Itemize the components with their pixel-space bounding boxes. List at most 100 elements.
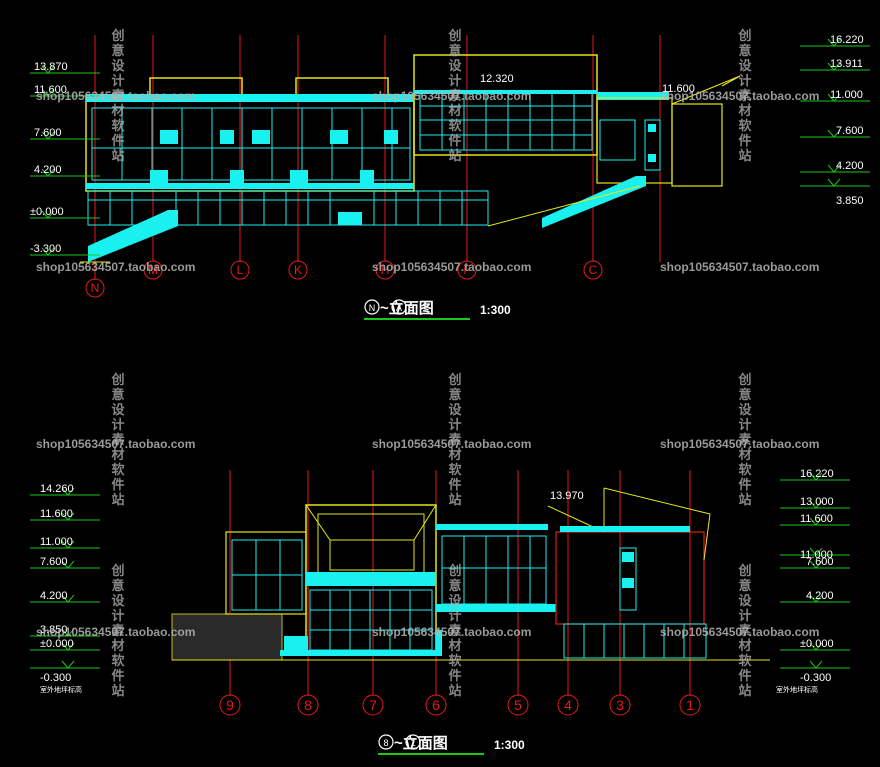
watermark-vertical-char: 创 xyxy=(737,28,751,43)
watermark-vertical-char: 设 xyxy=(448,593,462,608)
axis-bubble: 3 xyxy=(609,694,631,716)
watermark-vertical-char: 素 xyxy=(738,432,751,447)
watermark-vertical-char: 材 xyxy=(448,103,461,118)
watermark-vertical-char: 站 xyxy=(738,492,751,507)
watermark-vertical-char: 计 xyxy=(111,417,124,432)
bottom-right-level-1: 16.220 xyxy=(800,468,834,480)
svg-text:1: 1 xyxy=(686,697,694,713)
watermark-shop: shop105634507.taobao.com xyxy=(372,437,531,451)
axis-bubble: 4 xyxy=(557,694,579,716)
bottom-ground-label-right: 室外地坪标高 xyxy=(776,685,818,694)
axis-bubble: 1 xyxy=(679,694,701,716)
watermark-vertical-char: 意 xyxy=(448,578,461,593)
top-title-start-mark: N xyxy=(369,303,376,313)
watermark-vertical-char: 计 xyxy=(738,417,751,432)
watermark-vertical-char: 计 xyxy=(111,608,124,623)
svg-text:F: F xyxy=(463,263,470,277)
svg-text:L: L xyxy=(237,263,244,277)
vertical-watermarks: 创意设计素材软件站创意设计素材软件站创意设计素材软件站创意设计素材软件站创意设计… xyxy=(110,28,752,698)
watermark-vertical-char: 软 xyxy=(448,462,461,477)
svg-text:H: H xyxy=(381,263,390,277)
svg-text:5: 5 xyxy=(514,697,522,713)
watermark-vertical-char: 件 xyxy=(738,477,751,492)
watermark-vertical-char: 计 xyxy=(448,417,461,432)
axis-bubble: C xyxy=(583,260,603,280)
watermark-vertical-char: 件 xyxy=(738,668,751,683)
watermark-vertical-char: 计 xyxy=(448,73,461,88)
bottom-left-level-2: 11.600 xyxy=(40,508,73,520)
axis-bubble: K xyxy=(288,260,308,280)
watermark-vertical-char: 材 xyxy=(738,103,751,118)
watermark-vertical-char: 素 xyxy=(738,623,751,638)
svg-text:8: 8 xyxy=(304,697,312,713)
bottom-left-level-5: 4.200 xyxy=(40,590,68,602)
watermark-shop: shop105634507.taobao.com xyxy=(36,89,195,103)
bottom-right-level-6: 4.200 xyxy=(806,590,834,602)
watermark-vertical-char: 材 xyxy=(111,638,124,653)
bottom-right-level-7: ±0.000 xyxy=(800,638,834,650)
bottom-title-text: ~立面图 xyxy=(394,734,448,752)
watermark-vertical-char: 材 xyxy=(111,447,124,462)
watermark-vertical-char: 设 xyxy=(738,402,752,417)
top-elevation: 13.870 11.600 7.600 4.200 ±0.000 -3.300 … xyxy=(30,34,870,320)
watermark-vertical-char: 计 xyxy=(111,73,124,88)
bottom-left-level-7: ±0.000 xyxy=(40,638,74,650)
watermark-vertical-char: 站 xyxy=(448,492,461,507)
watermark-vertical-char: 材 xyxy=(448,447,461,462)
watermark-vertical-char: 意 xyxy=(738,387,751,402)
watermark-vertical-char: 素 xyxy=(448,432,461,447)
bottom-left-level-3: 11.000 xyxy=(40,536,73,548)
top-right-level-2: 13.911 xyxy=(830,58,863,70)
bottom-left-level-1: 14.260 xyxy=(40,483,74,495)
bottom-title: 8 1 ~立面图 1:300 xyxy=(378,734,525,755)
watermark-vertical-char: 站 xyxy=(111,683,124,698)
svg-text:3: 3 xyxy=(616,697,624,713)
watermark-vertical-char: 件 xyxy=(111,477,124,492)
watermarks: shop105634507.taobao.com shop105634507.t… xyxy=(36,89,819,639)
watermark-shop: shop105634507.taobao.com xyxy=(660,625,819,639)
top-left-level-6: -3.300 xyxy=(30,243,61,255)
svg-text:9: 9 xyxy=(226,697,234,713)
top-left-levels: 13.870 11.600 7.600 4.200 ±0.000 -3.300 xyxy=(30,61,100,256)
watermark-shop: shop105634507.taobao.com xyxy=(372,260,531,274)
bottom-left-level-4: 7.600 xyxy=(40,556,68,568)
bottom-axis-bubbles: 9 8 7 6 5 4 3 1 xyxy=(219,694,701,716)
watermark-vertical-char: 站 xyxy=(111,492,124,507)
watermark-vertical-char: 设 xyxy=(111,593,125,608)
watermark-vertical-char: 软 xyxy=(111,462,124,477)
watermark-vertical-char: 站 xyxy=(448,683,461,698)
watermark-vertical-char: 设 xyxy=(738,593,752,608)
axis-bubble: H xyxy=(375,260,395,280)
watermark-vertical-char: 件 xyxy=(111,133,124,148)
top-inline-level-2: 11.600 xyxy=(662,83,695,95)
bottom-title-end-mark: 1 xyxy=(410,738,415,748)
watermark-vertical-char: 件 xyxy=(738,133,751,148)
watermark-vertical-char: 站 xyxy=(738,148,751,163)
bottom-right-level-5: 7.600 xyxy=(806,556,834,568)
watermark-vertical-char: 素 xyxy=(448,88,461,103)
top-left-level-5: ±0.000 xyxy=(30,206,64,218)
watermark-vertical-char: 意 xyxy=(111,578,124,593)
top-right-level-1: 16.220 xyxy=(830,34,864,46)
bottom-title-scale: 1:300 xyxy=(494,738,525,752)
bottom-inline-level: 13.970 xyxy=(550,490,584,502)
bottom-title-start-mark: 8 xyxy=(383,738,388,748)
watermark-vertical-char: 创 xyxy=(110,563,124,578)
axis-bubble: 9 xyxy=(219,694,241,716)
watermark-vertical-char: 设 xyxy=(448,402,462,417)
watermark-vertical-char: 设 xyxy=(738,58,752,73)
watermark-vertical-char: 创 xyxy=(447,563,461,578)
bottom-left-levels: 14.260 11.600 11.000 7.600 4.200 3.850 ±… xyxy=(30,483,100,694)
watermark-vertical-char: 软 xyxy=(448,653,461,668)
top-right-level-3: 11.000 xyxy=(830,89,863,101)
bottom-left-level-8: -0.300 xyxy=(40,672,71,684)
watermark-vertical-char: 材 xyxy=(738,447,751,462)
watermark-vertical-char: 创 xyxy=(737,563,751,578)
top-left-level-2: 11.600 xyxy=(34,84,67,96)
watermark-vertical-char: 意 xyxy=(448,387,461,402)
watermark-vertical-char: 软 xyxy=(738,462,751,477)
watermark-vertical-char: 创 xyxy=(110,372,124,387)
watermark-vertical-char: 素 xyxy=(111,88,124,103)
bottom-elevation: 14.260 11.600 11.000 7.600 4.200 3.850 ±… xyxy=(30,468,850,755)
